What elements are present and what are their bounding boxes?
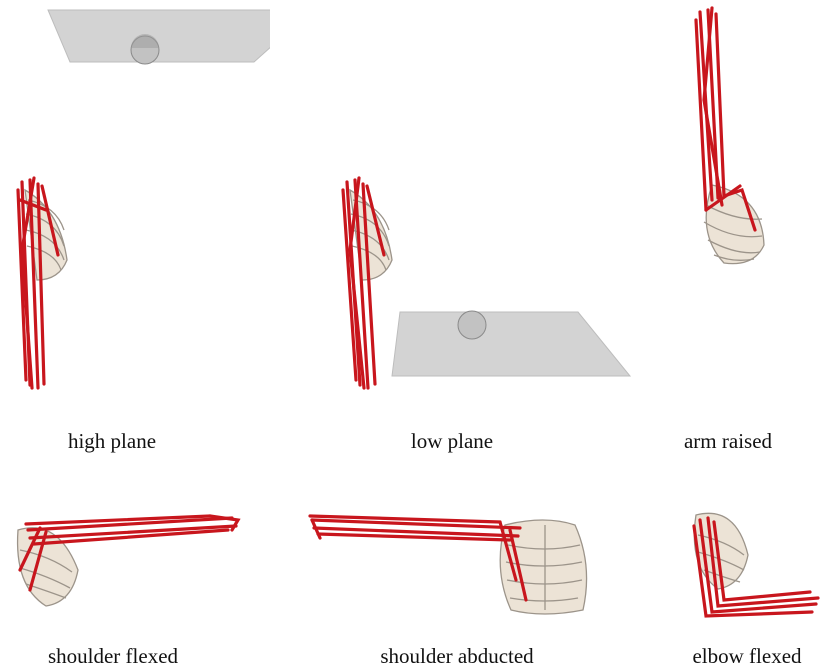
caption-low-plane: low plane — [411, 431, 493, 452]
arm-muscles — [18, 178, 58, 388]
arm-muscles — [310, 516, 526, 600]
panel-elbow-flexed — [680, 505, 820, 630]
caption-high-plane: high plane — [68, 431, 156, 452]
target-plane — [48, 10, 270, 62]
panel-shoulder-flexed — [0, 500, 250, 625]
caption-arm-raised: arm raised — [684, 431, 772, 452]
target-ball — [458, 311, 486, 339]
panel-shoulder-abducted — [300, 505, 600, 630]
caption-elbow-flexed: elbow flexed — [692, 646, 801, 667]
caption-shoulder-flexed: shoulder flexed — [48, 646, 178, 667]
caption-shoulder-abducted: shoulder abducted — [380, 646, 533, 667]
ribcage — [18, 528, 78, 606]
panel-low-plane — [330, 170, 650, 400]
target-ball — [131, 34, 159, 64]
panel-high-plane — [0, 0, 270, 400]
arm-muscles — [343, 178, 384, 388]
arm-muscles — [696, 8, 755, 230]
panel-arm-raised — [680, 0, 790, 275]
target-plane — [392, 312, 630, 376]
